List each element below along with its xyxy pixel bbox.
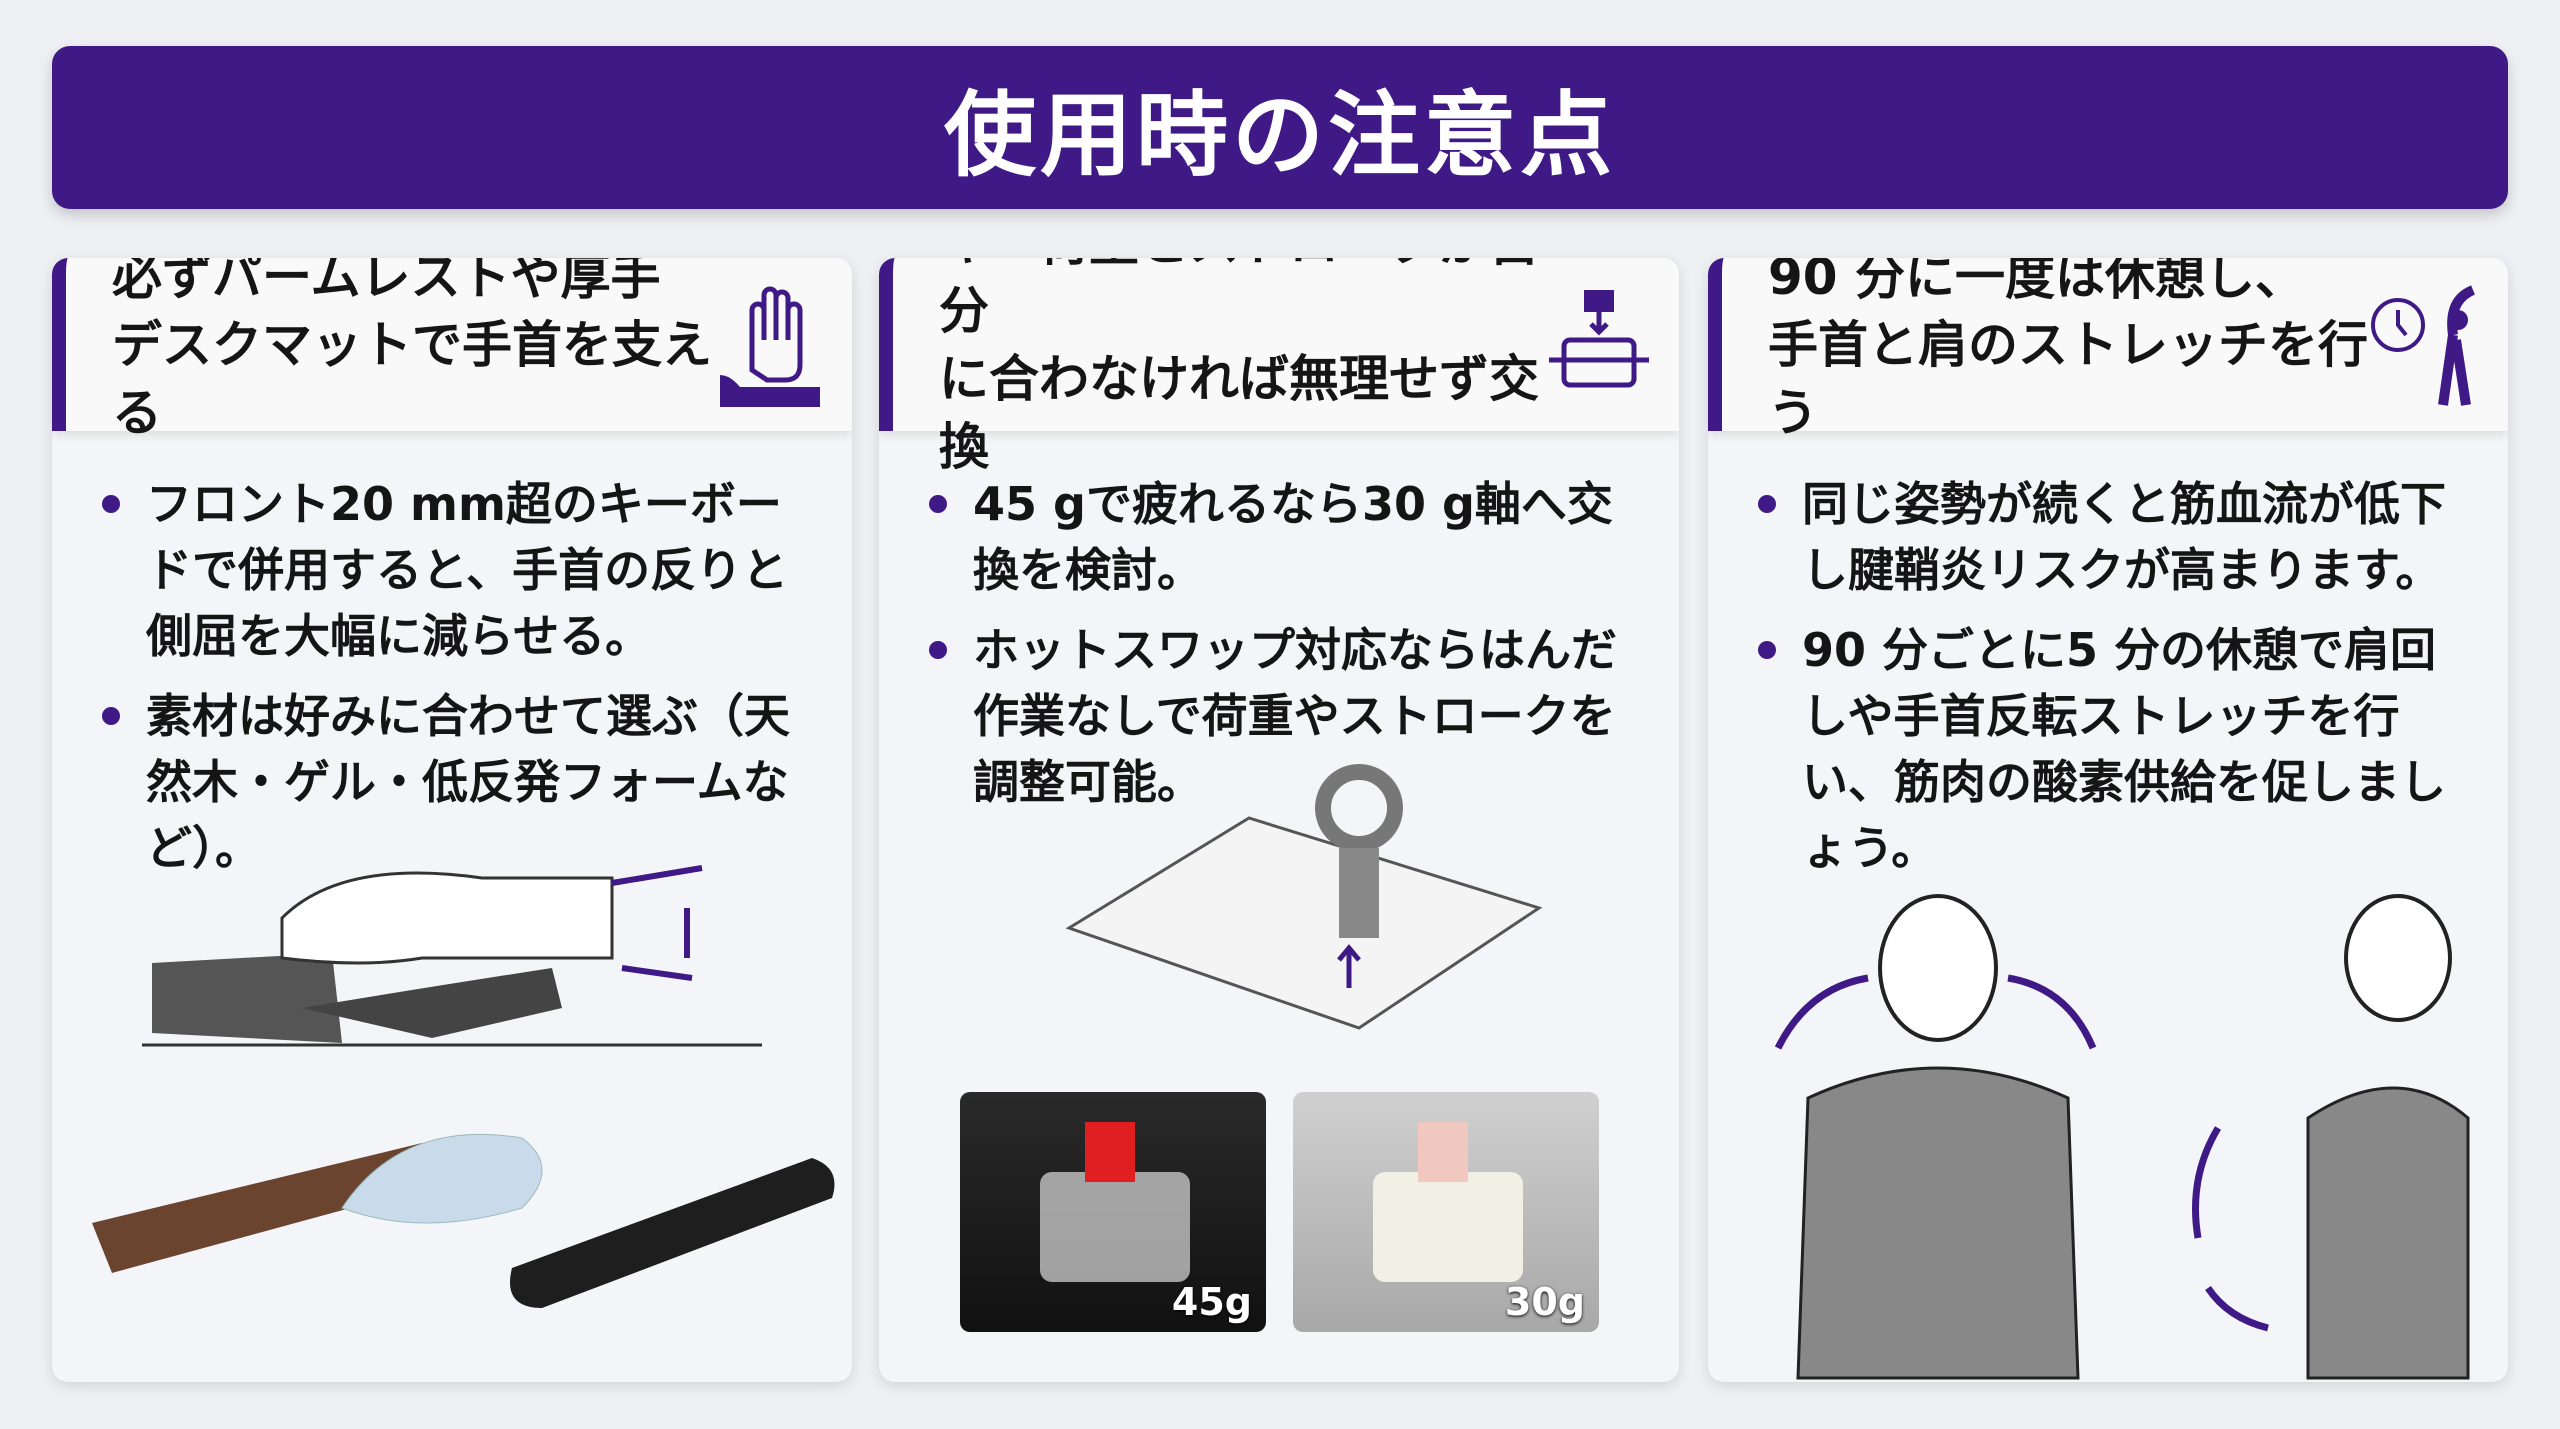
key-switch-swap-icon — [1549, 289, 1649, 387]
switch-photo-45g: 45g — [960, 1092, 1266, 1332]
card-heading: 90 分に一度は休憩し、 手首と肩のストレッチを行う — [1768, 258, 2368, 442]
switch-photo-30g: 30g — [1293, 1092, 1599, 1332]
card-heading: 必ずパームレストや厚手 デスクマットで手首を支える — [112, 258, 712, 442]
keyboard-illustration — [152, 953, 342, 1043]
palm-rest-pad — [302, 968, 562, 1038]
switch-puller-illustration — [1065, 764, 1543, 1030]
gel-rest — [341, 1133, 543, 1224]
foam-rest — [510, 1158, 835, 1308]
bullet-list: 同じ姿勢が続くと筋血流が低下し腱鞘炎リスクが高まります。 90 分ごとに5 分の… — [1708, 431, 2508, 881]
card-header: キー荷重とストロークが自分 に合わなければ無理せず交換 — [879, 258, 1679, 476]
bullet-list: フロント20 mm超のキーボードで併用すると、手首の反りと側屈を大幅に減らせる。… — [52, 431, 852, 881]
clock-stretch-icon — [2371, 284, 2476, 406]
bullet-item: ホットスワップ対応ならはんだ作業なしで荷重やストロークを調整可能。 — [929, 617, 1649, 815]
bullet-item: 素材は好みに合わせて選ぶ（天然木・ゲル・低反発フォームなど）。 — [102, 683, 822, 881]
card-break-stretch: 90 分に一度は休憩し、 手首と肩のストレッチを行う 同じ姿勢が続くと筋血流が低… — [1708, 258, 2508, 1382]
card-header: 90 分に一度は休憩し、 手首と肩のストレッチを行う — [1708, 258, 2508, 442]
wood-rest — [92, 1143, 442, 1273]
bullet-item: フロント20 mm超のキーボードで併用すると、手首の反りと側屈を大幅に減らせる。 — [102, 471, 822, 669]
card-wrist-support: 必ずパームレストや厚手 デスクマットで手首を支える フロント20 mm超のキーボ… — [52, 258, 852, 1382]
weight-label: 30g — [1504, 1280, 1585, 1324]
weight-label: 45g — [1171, 1280, 1252, 1324]
bullet-item: 同じ姿勢が続くと筋血流が低下し腱鞘炎リスクが高まります。 — [1758, 471, 2478, 603]
card-heading: キー荷重とストロークが自分 に合わなければ無理せず交換 — [939, 258, 1539, 476]
hand-on-rest-icon — [720, 286, 820, 407]
card-header: 必ずパームレストや厚手 デスクマットで手首を支える — [52, 258, 852, 442]
bullet-item: 45 gで疲れるなら30 g軸へ交換を検討。 — [929, 471, 1649, 603]
title-banner: 使用時の注意点 — [52, 46, 2508, 209]
bullet-list: 45 gで疲れるなら30 g軸へ交換を検討。 ホットスワップ対応ならはんだ作業な… — [879, 431, 1679, 815]
card-key-switch: キー荷重とストロークが自分 に合わなければ無理せず交換 45 gで疲れるなら30… — [879, 258, 1679, 1382]
stretch-illustration — [1774, 894, 2470, 1380]
page-title: 使用時の注意点 — [943, 82, 1616, 189]
bullet-item: 90 分ごとに5 分の休憩で肩回しや手首反転ストレッチを行い、筋肉の酸素供給を促… — [1758, 617, 2478, 881]
hand-illustration — [280, 871, 614, 965]
palm-rest-illustration — [92, 865, 835, 1308]
